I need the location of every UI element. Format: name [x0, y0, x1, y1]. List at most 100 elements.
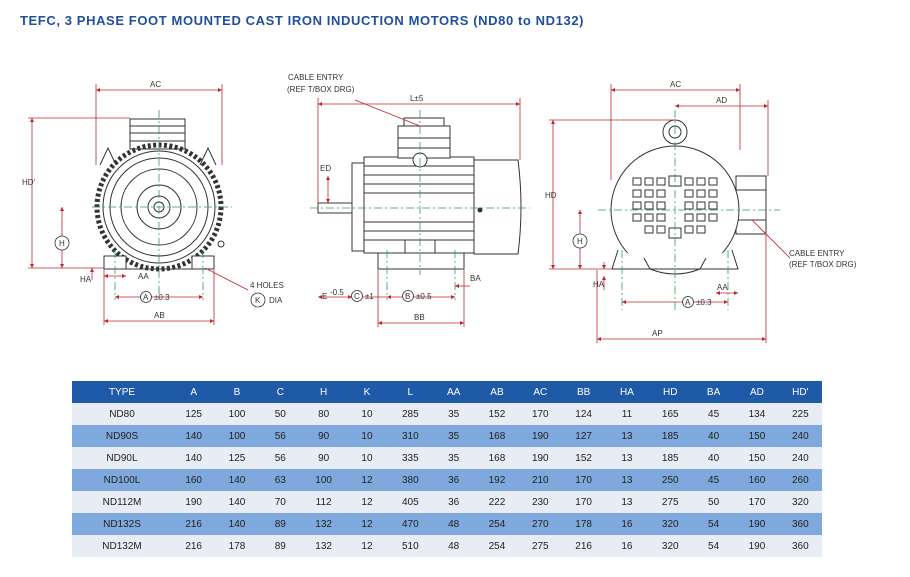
front-dimensions	[28, 84, 249, 325]
column-header: H	[301, 381, 346, 403]
motor-type-cell: ND132M	[72, 535, 172, 557]
dimension-cell: 132	[301, 513, 346, 535]
dimension-cell: 35	[431, 447, 476, 469]
dimension-cell: 320	[778, 491, 822, 513]
dimension-cell: 360	[778, 535, 822, 557]
dimension-cell: 225	[778, 403, 822, 425]
dimension-cell: 470	[388, 513, 432, 535]
dimension-cell: 320	[648, 535, 692, 557]
dimension-cell: 160	[735, 469, 779, 491]
motor-type-cell: ND90L	[72, 447, 172, 469]
rear-cable-entry-ref: (REF T/BOX DRG)	[789, 260, 857, 269]
dimension-cell: 150	[735, 425, 779, 447]
dimension-cell: 45	[691, 403, 736, 425]
front-ac-label: AC	[150, 80, 161, 89]
side-bb-label: BB	[414, 313, 425, 322]
dimension-cell: 140	[215, 513, 259, 535]
dimension-cell: 11	[605, 403, 649, 425]
dimension-cell: 310	[388, 425, 432, 447]
motor-type-cell: ND112M	[72, 491, 172, 513]
front-centerlines	[92, 110, 232, 300]
dimension-cell: 140	[215, 491, 259, 513]
dimension-cell: 275	[648, 491, 692, 513]
side-b-label: B	[405, 292, 410, 301]
dimension-cell: 36	[431, 469, 476, 491]
column-header: C	[258, 381, 302, 403]
rear-cable-entry-label: CABLE ENTRY	[789, 249, 845, 258]
dimension-cell: 13	[605, 425, 649, 447]
dimension-cell: 254	[475, 513, 519, 535]
dimension-cell: 190	[518, 447, 562, 469]
dimension-cell: 510	[388, 535, 432, 557]
dimension-cell: 90	[301, 447, 346, 469]
front-dia-label: DIA	[269, 296, 283, 305]
front-holes-label: 4 HOLES	[250, 281, 284, 290]
dimension-cell: 250	[648, 469, 692, 491]
dimension-cell: 132	[301, 535, 346, 557]
dimension-cell: 192	[475, 469, 519, 491]
dimension-cell: 216	[561, 535, 606, 557]
front-h-label: H	[59, 239, 65, 248]
rear-ad-label: AD	[716, 96, 727, 105]
side-e-label: E	[322, 292, 327, 301]
dimension-cell: 89	[258, 513, 302, 535]
dimension-cell: 56	[258, 447, 302, 469]
column-header: A	[172, 381, 216, 403]
dimension-cell: 170	[561, 491, 606, 513]
dimension-cell: 127	[561, 425, 606, 447]
rear-labels: AC AD HD H HA AA A ±0.3 AP CABLE ENTRY (…	[545, 80, 857, 338]
dimension-cell: 185	[648, 425, 692, 447]
front-labels: AC HD' H HA AA A ±0.3 AB 4 HOLES K DIA	[22, 80, 284, 320]
front-hd-label: HD'	[22, 178, 36, 187]
dimension-cell: 230	[518, 491, 562, 513]
front-a-tolerance: ±0.3	[154, 293, 170, 302]
column-header: BB	[561, 381, 606, 403]
dimension-cell: 13	[605, 469, 649, 491]
dimension-cell: 140	[172, 425, 216, 447]
dimension-cell: 90	[301, 425, 346, 447]
front-k-label: K	[255, 296, 261, 305]
dimension-cell: 168	[475, 447, 519, 469]
rear-view	[610, 119, 767, 275]
dimension-cell: 12	[345, 535, 389, 557]
motor-type-cell: ND132S	[72, 513, 172, 535]
dimension-cell: 48	[431, 513, 476, 535]
motor-dimension-drawing: AC HD' H HA AA A ±0.3 AB 4 HOLES K DIA	[22, 73, 857, 343]
dimension-cell: 380	[388, 469, 432, 491]
dimension-cell: 36	[431, 491, 476, 513]
dimension-cell: 40	[691, 447, 736, 469]
side-view	[317, 117, 522, 270]
side-ba-label: BA	[470, 274, 481, 283]
dimension-cell: 170	[518, 403, 562, 425]
dimension-cell: 16	[605, 513, 649, 535]
motor-type-cell: ND100L	[72, 469, 172, 491]
dimension-cell: 240	[778, 447, 822, 469]
dimension-cell: 50	[691, 491, 736, 513]
page-title: TEFC, 3 PHASE FOOT MOUNTED CAST IRON IND…	[20, 13, 585, 28]
dimension-cell: 216	[172, 535, 216, 557]
dimension-cell: 320	[648, 513, 692, 535]
dimension-cell: 160	[172, 469, 216, 491]
dimension-cell: 210	[518, 469, 562, 491]
dimension-cell: 260	[778, 469, 822, 491]
dimension-cell: 100	[215, 403, 259, 425]
dimension-cell: 10	[345, 447, 389, 469]
dimension-cell: 405	[388, 491, 432, 513]
side-c-label: C	[354, 292, 360, 301]
dimension-cell: 170	[735, 491, 779, 513]
dimension-cell: 168	[475, 425, 519, 447]
column-header: AB	[475, 381, 519, 403]
rear-dimensions	[549, 84, 791, 343]
dimension-cell: 190	[518, 425, 562, 447]
dimension-cell: 134	[735, 403, 779, 425]
dimension-cell: 125	[172, 403, 216, 425]
dimension-cell: 222	[475, 491, 519, 513]
front-view	[94, 118, 225, 272]
column-header: AA	[431, 381, 476, 403]
dimension-cell: 12	[345, 513, 389, 535]
